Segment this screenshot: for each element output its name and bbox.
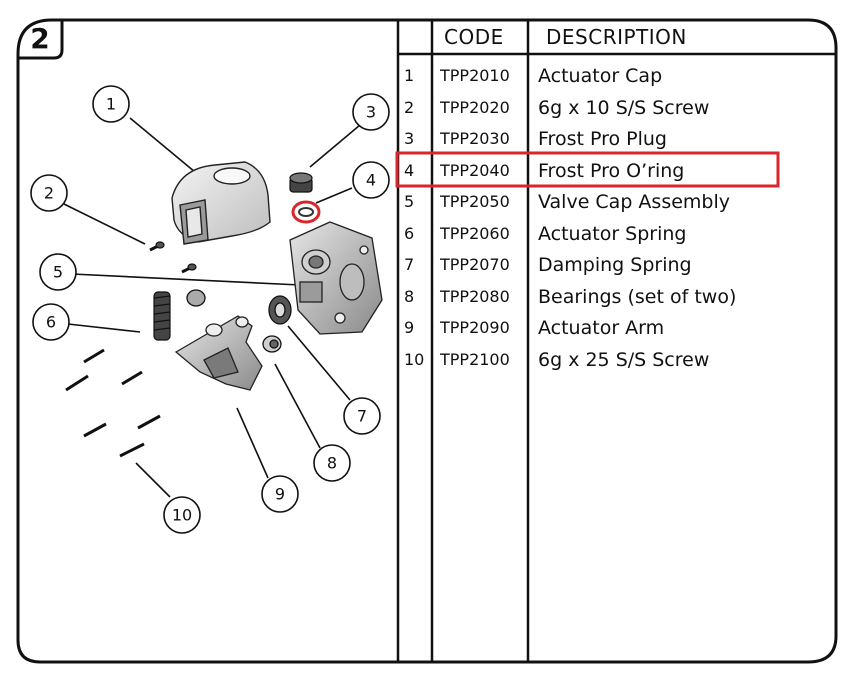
callout-label-8: 8 bbox=[327, 454, 337, 473]
part-number: 6 bbox=[404, 224, 415, 243]
section-number: 2 bbox=[30, 22, 50, 55]
highlight-box-row-4 bbox=[395, 151, 780, 188]
table-row: 1 TPP2010 Actuator Cap bbox=[398, 60, 828, 92]
part-code: TPP2010 bbox=[440, 66, 510, 85]
oring-illustration bbox=[291, 200, 321, 224]
callout-circles bbox=[30, 85, 390, 534]
callout-labels: 1 2 3 4 5 6 7 8 9 10 bbox=[44, 95, 376, 525]
table-row: 2 TPP2020 6g x 10 S/S Screw bbox=[398, 92, 828, 124]
part-description: 6g x 10 S/S Screw bbox=[538, 97, 710, 119]
part-description: Frost Pro Plug bbox=[538, 128, 667, 150]
part-number: 3 bbox=[404, 129, 415, 148]
part-description: Bearings (set of two) bbox=[538, 286, 737, 308]
part-number: 9 bbox=[404, 318, 415, 337]
table-row-highlighted: 4 TPP2040 Frost Pro O’ring bbox=[398, 155, 828, 187]
part-code: TPP2100 bbox=[440, 350, 510, 369]
table-row: 5 TPP2050 Valve Cap Assembly bbox=[398, 186, 828, 218]
part-description: Actuator Cap bbox=[538, 65, 663, 87]
small-screws-illustration bbox=[149, 241, 197, 274]
callout-label-4: 4 bbox=[366, 171, 376, 190]
callout-label-2: 2 bbox=[44, 184, 54, 203]
code-column-header: CODE bbox=[444, 25, 504, 49]
actuator-cap-illustration bbox=[171, 161, 271, 245]
part-description: Valve Cap Assembly bbox=[538, 191, 731, 213]
callout-label-10: 10 bbox=[172, 506, 192, 525]
outer-border bbox=[16, 18, 838, 664]
part-code: TPP2030 bbox=[440, 129, 510, 148]
table-row: 8 TPP2080 Bearings (set of two) bbox=[398, 281, 828, 313]
part-number: 8 bbox=[404, 287, 415, 306]
valve-cap-assembly-illustration bbox=[289, 221, 383, 335]
section-badge-border bbox=[18, 20, 64, 60]
part-number: 1 bbox=[404, 66, 415, 85]
part-number: 10 bbox=[404, 350, 425, 369]
damping-spring-illustration bbox=[186, 289, 292, 325]
table-row: 3 TPP2030 Frost Pro Plug bbox=[398, 123, 828, 155]
part-code: TPP2050 bbox=[440, 192, 510, 211]
leader-lines bbox=[63, 117, 361, 498]
callout-label-9: 9 bbox=[275, 485, 285, 504]
part-number: 7 bbox=[404, 255, 415, 274]
part-code: TPP2070 bbox=[440, 255, 510, 274]
table-row: 9 TPP2090 Actuator Arm bbox=[398, 312, 828, 344]
actuator-spring-illustration bbox=[153, 291, 171, 341]
callout-label-6: 6 bbox=[46, 313, 56, 332]
bearing-illustration bbox=[262, 335, 282, 353]
part-code: TPP2040 bbox=[440, 161, 510, 180]
table-row: 6 TPP2060 Actuator Spring bbox=[398, 218, 828, 250]
part-description: 6g x 25 S/S Screw bbox=[538, 349, 710, 371]
table-row: 7 TPP2070 Damping Spring bbox=[398, 249, 828, 281]
callout-label-7: 7 bbox=[357, 407, 367, 426]
part-description: Frost Pro O’ring bbox=[538, 160, 685, 182]
callout-label-1: 1 bbox=[106, 95, 116, 114]
part-code: TPP2060 bbox=[440, 224, 510, 243]
table-row: 10 TPP2100 6g x 25 S/S Screw bbox=[398, 344, 828, 376]
part-code: TPP2020 bbox=[440, 98, 510, 117]
callout-label-5: 5 bbox=[53, 263, 63, 282]
part-number: 2 bbox=[404, 98, 415, 117]
description-column-header: DESCRIPTION bbox=[546, 25, 687, 49]
part-description: Actuator Arm bbox=[538, 317, 665, 339]
part-description: Actuator Spring bbox=[538, 223, 687, 245]
part-code: TPP2080 bbox=[440, 287, 510, 306]
part-description: Damping Spring bbox=[538, 254, 692, 276]
part-code: TPP2090 bbox=[440, 318, 510, 337]
frost-pro-plug-illustration bbox=[289, 172, 313, 193]
part-number: 4 bbox=[404, 161, 415, 180]
actuator-arm-illustration bbox=[174, 315, 263, 391]
long-screws-illustration bbox=[65, 348, 161, 458]
callout-label-3: 3 bbox=[366, 103, 376, 122]
part-number: 5 bbox=[404, 192, 415, 211]
